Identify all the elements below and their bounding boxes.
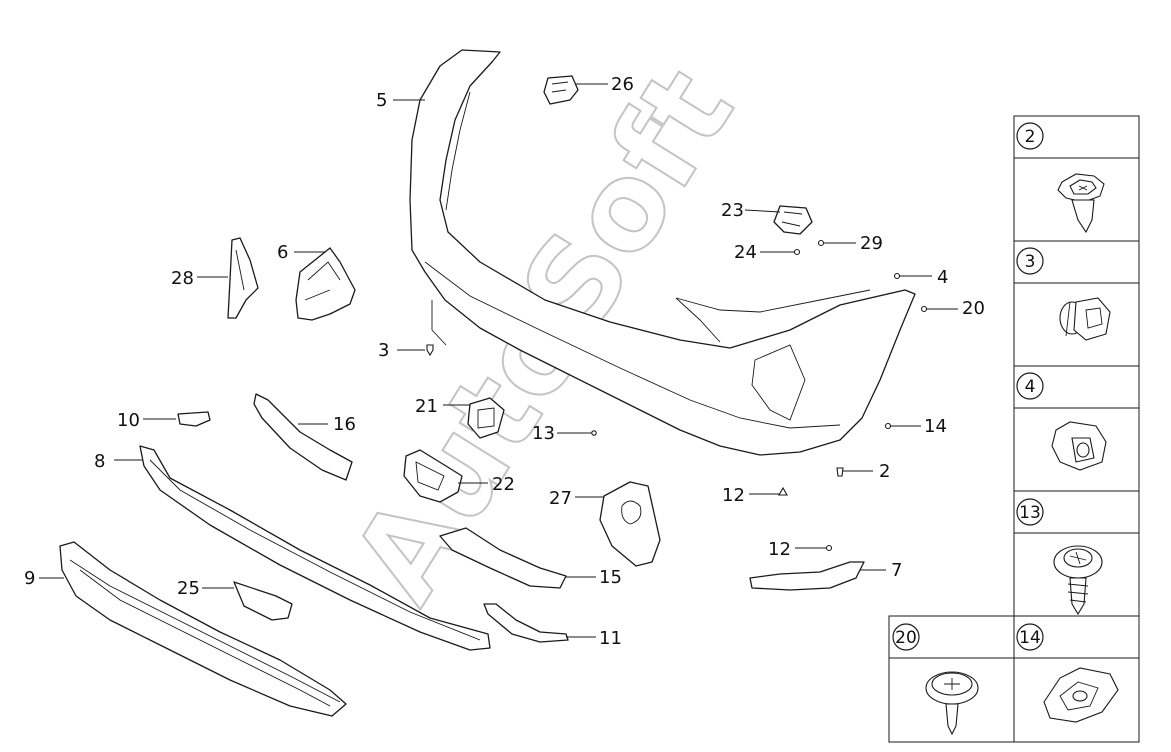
callout-4: 4: [937, 267, 948, 288]
leader-lines: [39, 83, 958, 638]
part-foglamp-bezel-27[interactable]: [599, 481, 661, 567]
fastener-12b[interactable]: [825, 544, 833, 552]
fastener-13[interactable]: [591, 430, 597, 436]
washer-head-screw-icon: [1053, 545, 1103, 616]
svg-text:20: 20: [895, 628, 917, 648]
fastener-3[interactable]: [426, 344, 434, 357]
fastener-table: 2 3 4 13 20 14: [888, 115, 1140, 743]
fastener-14[interactable]: [884, 422, 892, 430]
svg-text:4: 4: [1025, 377, 1036, 397]
part-bumper-cover[interactable]: [409, 49, 916, 456]
callout-9: 9: [24, 568, 35, 589]
badge-13: 13: [1016, 498, 1044, 526]
part-trim-11[interactable]: [483, 603, 569, 643]
svg-text:13: 13: [1019, 503, 1041, 523]
callout-20: 20: [962, 298, 985, 319]
badge-20: 20: [892, 623, 920, 651]
callout-7: 7: [891, 560, 902, 581]
callout-10: 10: [117, 410, 140, 431]
fastener-2[interactable]: [836, 467, 844, 477]
part-trim-strip-16[interactable]: [253, 393, 353, 481]
svg-text:14: 14: [1019, 628, 1041, 648]
part-bezel-22[interactable]: [403, 449, 463, 503]
callout-27: 27: [549, 488, 572, 509]
fastener-29[interactable]: [817, 239, 825, 247]
part-lower-grille-9[interactable]: [59, 541, 347, 717]
fastener-4[interactable]: [893, 272, 901, 280]
fastener-12a[interactable]: [778, 486, 788, 496]
callout-12b: 12: [768, 539, 791, 560]
callout-3: 3: [378, 340, 389, 361]
callout-28: 28: [171, 268, 194, 289]
part-side-bracket-6[interactable]: [295, 247, 356, 321]
callout-26: 26: [611, 74, 634, 95]
callout-5: 5: [376, 90, 387, 111]
part-sensor-holder-21[interactable]: [467, 397, 505, 439]
callout-16: 16: [333, 414, 356, 435]
callout-29: 29: [860, 233, 883, 254]
svg-text:2: 2: [1025, 127, 1036, 147]
callout-23: 23: [721, 200, 744, 221]
fastener-20[interactable]: [920, 305, 928, 313]
callout-8: 8: [94, 451, 105, 472]
badge-2: 2: [1016, 122, 1044, 150]
part-clip-10[interactable]: [177, 411, 211, 427]
part-side-strip-28[interactable]: [227, 237, 259, 319]
part-lower-strip-15[interactable]: [439, 527, 567, 589]
callout-15: 15: [599, 567, 622, 588]
spring-clip-nut-icon: [1043, 667, 1119, 723]
badge-3: 3: [1016, 247, 1044, 275]
callout-13: 13: [532, 423, 555, 444]
callout-21: 21: [415, 396, 438, 417]
part-bracket-26[interactable]: [543, 75, 579, 105]
part-side-strip-7[interactable]: [749, 561, 865, 591]
badge-4: 4: [1016, 372, 1044, 400]
svg-text:3: 3: [1025, 252, 1036, 272]
part-lower-lip-8[interactable]: [139, 445, 491, 651]
fastener-24[interactable]: [793, 248, 801, 256]
pan-head-screw-icon: [925, 671, 979, 736]
part-bracket-23[interactable]: [773, 205, 813, 235]
hex-head-bolt-icon: [1059, 297, 1111, 341]
hex-flange-bolt-icon: [1057, 173, 1105, 234]
callout-2: 2: [879, 461, 890, 482]
expanding-nut-icon: [1051, 421, 1107, 471]
callout-labels: 5 26 6 28 23 24 29 4 20 3 10 16 21 13 14…: [24, 74, 985, 649]
callout-6: 6: [277, 242, 288, 263]
callout-22: 22: [492, 474, 515, 495]
part-insert-25[interactable]: [233, 581, 293, 621]
callout-12a: 12: [722, 485, 745, 506]
callout-11: 11: [599, 628, 622, 649]
callout-25: 25: [177, 578, 200, 599]
badge-14: 14: [1016, 623, 1044, 651]
callout-24: 24: [734, 242, 757, 263]
callout-14: 14: [924, 416, 947, 437]
